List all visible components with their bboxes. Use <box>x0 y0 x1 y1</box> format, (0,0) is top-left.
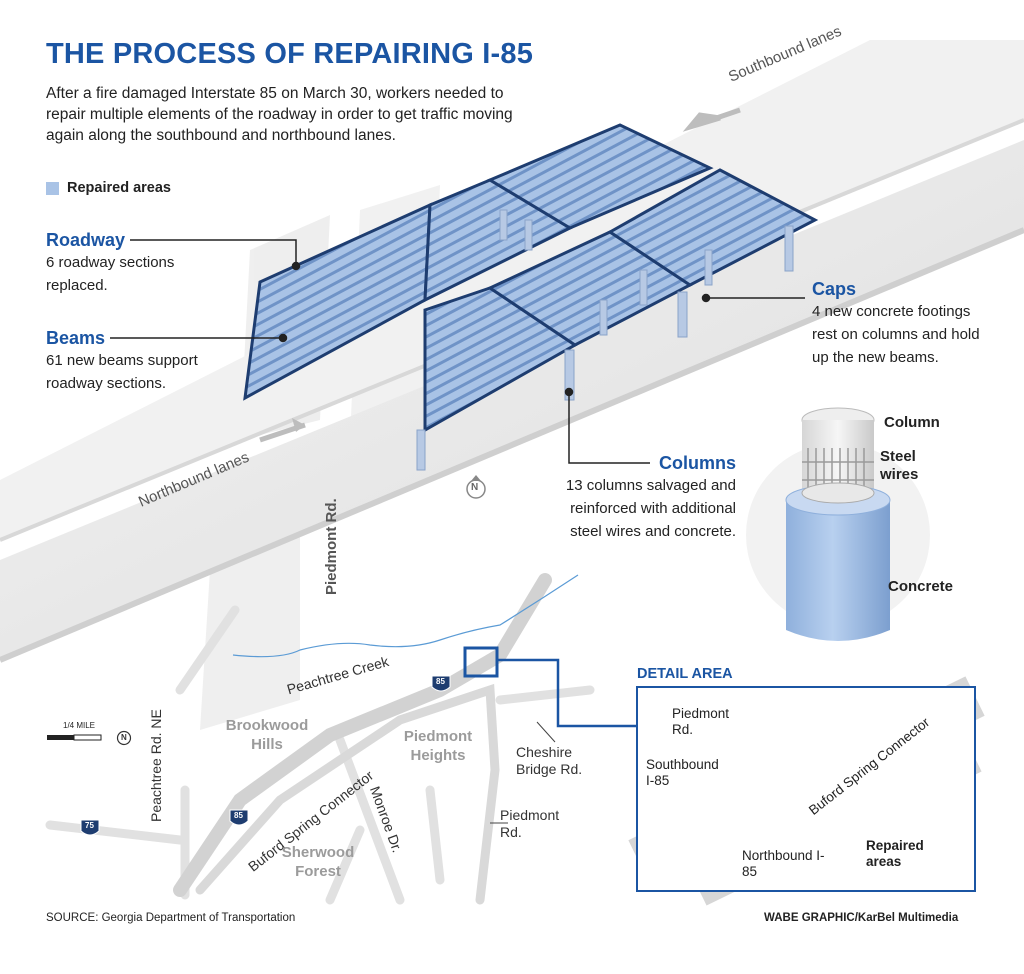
detail-area-box <box>636 686 976 892</box>
detail-locator-square <box>463 646 499 678</box>
column-label: Column <box>884 414 940 431</box>
caps-heading: Caps <box>812 279 857 299</box>
detail-repaired-label: Repaired areas <box>866 838 924 869</box>
piedmont-rd-map-label: Piedmont Rd. <box>500 807 560 840</box>
support-columns <box>416 209 794 471</box>
detail-connector-line <box>497 658 636 728</box>
page-title: THE PROCESS OF REPAIRING I-85 <box>46 38 534 70</box>
columns-heading: Columns <box>658 453 736 473</box>
graphic-credit: WABE GRAPHIC/KarBel Multimedia <box>764 912 959 924</box>
repaired-legend-label: Repaired areas <box>67 180 171 196</box>
interstate-85-shield-lower <box>229 809 249 826</box>
interstate-75-shield <box>80 819 100 836</box>
northbound-road <box>0 140 1024 660</box>
buford-spring-road <box>195 683 500 905</box>
columns-callout: Columns 13 columns salvaged and reinforc… <box>540 453 736 543</box>
source-credit: SOURCE: Georgia Department of Transporta… <box>46 912 296 924</box>
scale-label: 1/4 MILE <box>63 721 96 730</box>
repaired-deck <box>243 123 819 433</box>
interstate-85-shield-upper <box>431 675 451 692</box>
peachtree-creek <box>232 574 579 658</box>
roadway-heading: Roadway <box>46 230 126 250</box>
southbound-arrow <box>682 107 741 132</box>
deck-section <box>607 168 819 287</box>
columns-text: 13 columns salvaged and reinforced with … <box>565 477 736 540</box>
scale-bar <box>47 734 102 741</box>
caps-text: 4 new concrete footings rest on columns … <box>812 303 980 366</box>
beams-text: 61 new beams support roadway sections. <box>46 352 198 392</box>
detail-northbound-label: Northbound I-85 <box>742 848 825 879</box>
peachtree-rd-label: Peachtree Rd. NE <box>148 709 164 822</box>
locator-map <box>45 573 636 905</box>
cheshire-bridge-label: Cheshire Bridge Rd. <box>516 744 583 777</box>
map-label-leaders <box>490 721 556 824</box>
north-symbol <box>466 475 486 499</box>
deck-section <box>486 123 714 230</box>
roadway-callout: Roadway 6 roadway sections replaced. <box>46 230 236 297</box>
i75-shield-number: 75 <box>85 821 94 830</box>
concrete-label: Concrete <box>888 578 954 595</box>
north-symbol-letter: N <box>471 482 479 493</box>
i85-shield-number-lower: 85 <box>234 811 243 820</box>
brookwood-hills-label: Brookwood Hills <box>225 717 309 753</box>
beams-heading: Beams <box>46 328 106 348</box>
column-cutaway-illustration <box>746 407 930 641</box>
repaired-legend: Repaired areas <box>46 180 171 196</box>
callout-leaders <box>110 239 805 464</box>
piedmont-heights-label: Piedmont Heights <box>403 728 473 764</box>
street-network <box>45 605 595 905</box>
repaired-swatch <box>46 181 59 195</box>
map-north-letter: N <box>121 733 127 742</box>
detail-southbound-label: Southbound I-85 <box>646 757 719 788</box>
piedmont-rd-scene-label: Piedmont Rd. <box>323 498 340 595</box>
i85-shield-number-upper: 85 <box>436 677 445 686</box>
detail-piedmont-label: Piedmont Rd. <box>672 706 730 737</box>
intro-text: After a fire damaged Interstate 85 on Ma… <box>46 85 513 144</box>
detail-area-title: DETAIL AREA <box>637 666 733 682</box>
roadway-text: 6 roadway sections replaced. <box>46 254 175 294</box>
caps-callout: Caps 4 new concrete footings rest on col… <box>812 279 987 369</box>
steel-wires-label: Steel wires <box>880 448 919 483</box>
beams-callout: Beams 61 new beams support roadway secti… <box>46 328 226 395</box>
sherwood-forest-label: Sherwood Forest <box>281 844 355 880</box>
